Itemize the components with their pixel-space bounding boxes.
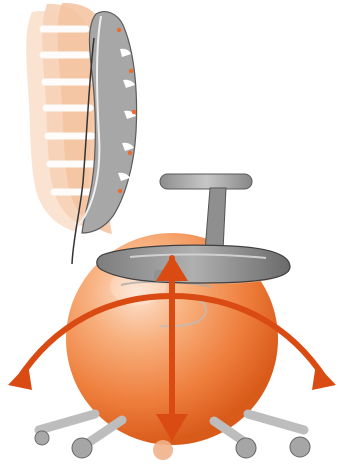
armrest-post — [205, 188, 226, 251]
seat-shell — [97, 245, 290, 283]
caster-left-outer-arm — [39, 414, 95, 430]
caster-left-outer-wheel — [35, 431, 49, 445]
arrowhead-left — [8, 364, 32, 390]
caster-center — [153, 440, 173, 460]
caster-right-inner — [214, 421, 256, 458]
caster-left-inner — [72, 420, 122, 458]
caster-right-outer — [248, 414, 310, 457]
seat-group — [97, 245, 290, 283]
backrest-accent-4 — [128, 151, 132, 155]
motion-arrows-group — [18, 258, 326, 430]
arrowhead-right — [312, 364, 336, 390]
backrest-accent-5 — [118, 189, 122, 193]
backrest-accent-1 — [117, 28, 121, 32]
caster-center-wheel — [153, 440, 173, 460]
backrest-accent-3 — [132, 110, 136, 114]
caster-left-inner-wheel — [72, 438, 92, 458]
armrest-pad — [160, 174, 252, 189]
backrest-accent-2 — [129, 69, 133, 73]
caster-right-inner-wheel — [236, 438, 256, 458]
caster-right-outer-arm — [248, 414, 304, 430]
caster-right-outer-wheel — [290, 437, 310, 457]
